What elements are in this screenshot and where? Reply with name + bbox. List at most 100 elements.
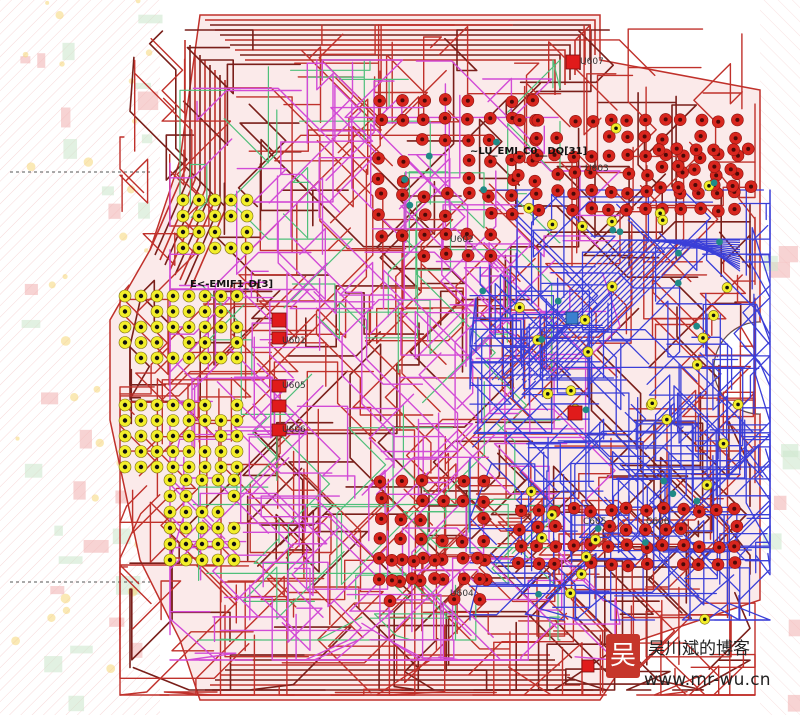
via-pad-hole [644,189,649,194]
pcb-trace [490,257,512,355]
via-pad-hole [534,543,539,548]
background-pad [50,586,65,595]
via-pad-hole [443,138,448,143]
bga-pad-hole [660,218,665,223]
bga-pad-hole [695,363,700,367]
background-via [91,494,99,502]
via-pad-hole [663,117,668,122]
teal-via [554,297,562,305]
bga-pad-hole [183,557,189,563]
via-pad-hole [606,544,611,549]
via-pad-hole [464,231,469,236]
bga-pad-hole [231,493,237,499]
pcb-trace [131,580,182,630]
via-pad-hole [715,562,720,567]
bga-pad-hole [550,222,555,227]
bga-pad-hole [122,324,128,330]
pcb-trace [199,492,328,602]
bga-pad-hole [183,509,189,515]
via-pad-hole [642,134,647,139]
bga-pad-hole [610,219,614,224]
via-pad-hole [397,579,402,584]
watermark-title: 吴川斌的博客 [648,639,750,659]
pcb-trace [382,269,429,342]
pcb-trace [282,167,312,239]
pcb-trace [259,220,404,252]
via-pad-hole [421,194,426,199]
pcb-trace [438,569,511,696]
via-pad-hole [377,98,382,103]
pcb-trace [169,138,233,228]
background-pad [83,539,109,553]
background-via [83,157,94,167]
background-pad [763,255,778,272]
bga-pad-hole [199,477,205,483]
via-pad-hole [418,578,423,583]
via-pad-hole [716,209,721,214]
pcb-trace [325,80,395,181]
via-pad-hole [379,496,384,501]
via-pad-hole [419,537,424,542]
via-pad-hole [376,176,381,181]
via-pad-hole [398,536,403,541]
bga-pad-hole [658,211,662,216]
via-pad-hole [460,539,465,544]
via-pad-hole [678,207,683,212]
pcb-trace [311,586,364,639]
pcb-trace [195,587,288,696]
bga-pad-hole [138,340,144,345]
bga-pad-hole [202,324,208,330]
pcb-trace [385,54,425,111]
via-pad-hole [517,118,522,123]
via-pad-hole [734,524,739,529]
pcb-trace [645,610,732,696]
background-via [47,613,56,622]
bga-pad-hole [545,392,550,396]
via-pad-hole [554,135,559,140]
pcb-trace [233,385,333,474]
bga-pad-hole [610,284,614,289]
ref-u601: U601 [282,336,306,346]
via-pad-hole [676,185,681,190]
bga-pad-hole [138,293,144,299]
pcb-trace [380,24,513,83]
via-pad-hole [489,211,494,216]
pcb-trace [303,473,398,676]
via-pad-hole [625,152,630,157]
via-pad-hole [674,146,679,151]
background-pad [73,481,86,500]
teal-via [716,238,723,246]
via-pad-hole [588,170,593,175]
bga-pad-hole [234,418,240,423]
via-pad-hole [441,577,446,582]
via-pad-hole [694,147,699,152]
pcb-trace [329,98,382,224]
pcb-trace [400,204,517,249]
pcb-trace [339,78,409,107]
via-pad-hole [625,563,630,568]
bga-pad-hole [186,340,192,345]
pcb-trace [321,24,431,46]
background-pad [787,694,800,712]
bga-pad-hole [186,324,192,330]
via-pad-hole [400,118,405,123]
pcb-trace [468,543,655,676]
pcb-trace [502,277,572,376]
bga-pad-hole [196,229,202,235]
via-pad-hole [731,147,736,152]
pcb-trace [590,291,678,411]
pcb-trace [520,577,717,595]
background-via [62,273,68,280]
pcb-trace [219,584,375,632]
pcb-trace [444,29,610,72]
via-pad-hole [488,116,493,121]
net-label-dq: ~LU_EMI_C0__DQ[31] [470,146,587,157]
via-pad-hole [607,524,612,529]
bga-pad-hole [122,293,128,299]
bga-pad-hole [231,541,237,547]
pcb-trace [692,419,771,483]
bga-pad-hole [705,483,709,487]
bga-pad-hole [580,224,585,229]
background-pad [61,107,71,128]
bga-pad-hole [199,557,205,563]
